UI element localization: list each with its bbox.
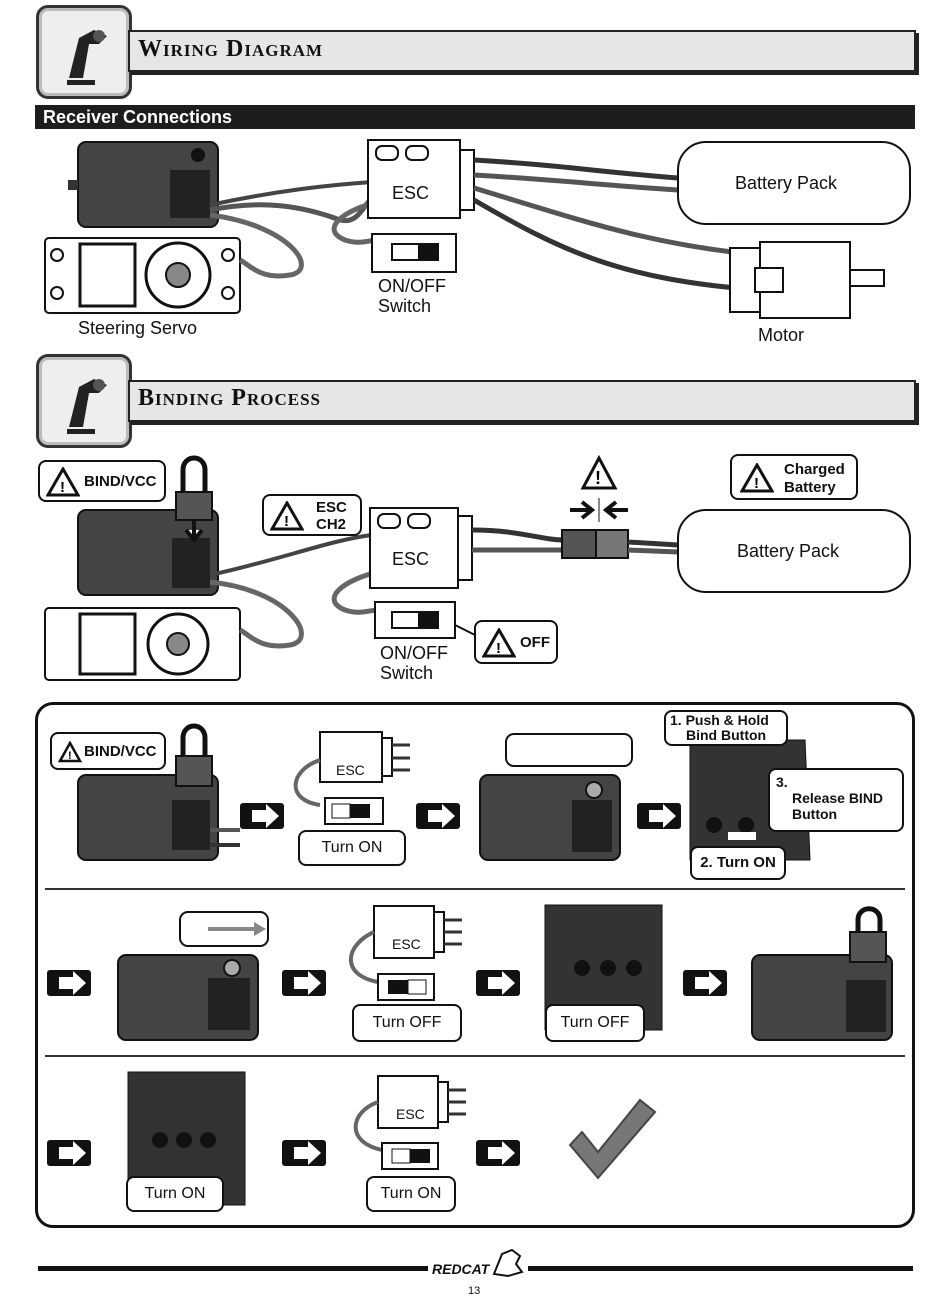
bind-vcc-label: BIND/VCC — [84, 473, 157, 490]
svg-text:!: ! — [284, 513, 289, 530]
binding-diagram: ! — [44, 454, 911, 681]
release-bind-callout: 3. Release BIND Button — [768, 768, 904, 832]
esc-label-2: ESC — [392, 549, 430, 569]
step-bind-vcc-label: BIND/VCC — [84, 743, 157, 760]
turn-on-label-4: Turn ON — [366, 1176, 456, 1212]
battery-label-2: Battery Pack — [737, 541, 840, 561]
esc-ch2-label-1: ESC — [316, 499, 347, 516]
turn-on-text: Turn ON — [321, 839, 383, 856]
transmitter-icon-box — [36, 5, 132, 99]
motor-label: Motor — [758, 325, 805, 345]
step-esc-label-2: ESC — [392, 936, 421, 952]
esc-label: ESC — [392, 183, 430, 203]
svg-text:!: ! — [754, 475, 759, 492]
off-callout: ! OFF — [474, 620, 558, 664]
wiring-diagram — [44, 139, 911, 319]
steps-diagram — [47, 723, 893, 1206]
release-label-1: 3. — [776, 774, 788, 790]
turn-on-4-text: Turn ON — [380, 1185, 442, 1202]
divider — [45, 888, 905, 890]
turn-off-label-2: Turn OFF — [545, 1004, 645, 1042]
turn-off-label-1: Turn OFF — [352, 1004, 462, 1042]
push-hold-label-2: Bind Button — [686, 727, 767, 743]
transmitter-icon — [67, 379, 107, 434]
switch-label-2: Switch — [378, 296, 432, 316]
warning-icon: ! — [270, 501, 304, 531]
footer-brand: REDCAT — [432, 1261, 490, 1277]
warning-icon: ! — [58, 741, 82, 763]
checkmark-icon — [568, 1098, 657, 1180]
svg-text:!: ! — [60, 479, 65, 496]
switch-label-b2: Switch — [380, 663, 434, 683]
step-bind-vcc-callout: ! BIND/VCC — [50, 732, 166, 770]
turn-on-2-text: 2. Turn ON — [700, 854, 776, 871]
section-title-binding: Binding Process — [138, 385, 321, 411]
svg-text:!: ! — [595, 468, 601, 488]
battery-pack — [677, 141, 911, 225]
push-hold-label-1: 1. Push & Hold — [670, 712, 769, 728]
footer-rule-right — [528, 1266, 913, 1271]
switch-label-1: ON/OFF — [378, 276, 446, 296]
release-label-3: Button — [792, 806, 838, 822]
transmitter-icon-box-2 — [36, 354, 132, 448]
svg-text:!: ! — [496, 640, 501, 657]
footer-rule-left — [38, 1266, 428, 1271]
warning-icon: ! — [740, 463, 774, 493]
charged-label-2: Battery — [784, 479, 836, 496]
push-hold-callout: 1. Push & Hold Bind Button — [664, 710, 788, 746]
turn-on-2-label: 2. Turn ON — [690, 846, 786, 880]
turn-off-2-text: Turn OFF — [560, 1014, 630, 1031]
turn-on-3-text: Turn ON — [144, 1185, 206, 1202]
turn-off-text: Turn OFF — [372, 1014, 442, 1031]
esc-ch2-callout: ! ESC CH2 — [262, 494, 362, 536]
switch-label-b1: ON/OFF — [380, 643, 448, 663]
charged-battery-callout: ! Charged Battery — [730, 454, 858, 500]
step-esc-label-1: ESC — [336, 762, 365, 778]
servo-label: Steering Servo — [78, 318, 198, 338]
battery-label: Battery Pack — [735, 173, 838, 193]
subsection-bar: Receiver Connections — [35, 105, 915, 129]
transmitter-icon — [67, 30, 107, 85]
warning-icon: ! — [482, 628, 516, 658]
section-header-bar — [128, 30, 916, 72]
warning-icon: ! — [46, 467, 80, 497]
redcat-logo-icon — [492, 1248, 524, 1278]
release-label-2: Release BIND — [792, 790, 884, 806]
bind-vcc-callout: ! BIND/VCC — [38, 460, 166, 502]
charged-label-1: Charged — [784, 461, 845, 478]
turn-on-label-3: Turn ON — [126, 1176, 224, 1212]
turn-on-label-1: Turn ON — [298, 830, 406, 866]
page-number: 13 — [468, 1285, 481, 1297]
divider — [45, 1055, 905, 1057]
binding-steps-panel — [35, 702, 915, 1228]
svg-text:!: ! — [68, 750, 72, 762]
section-header-bar-2 — [128, 380, 916, 422]
off-label: OFF — [520, 634, 550, 651]
esc-ch2-label-2: CH2 — [316, 516, 347, 533]
step-esc-label-3: ESC — [396, 1106, 425, 1122]
section-title-wiring: Wiring Diagram — [138, 36, 324, 62]
